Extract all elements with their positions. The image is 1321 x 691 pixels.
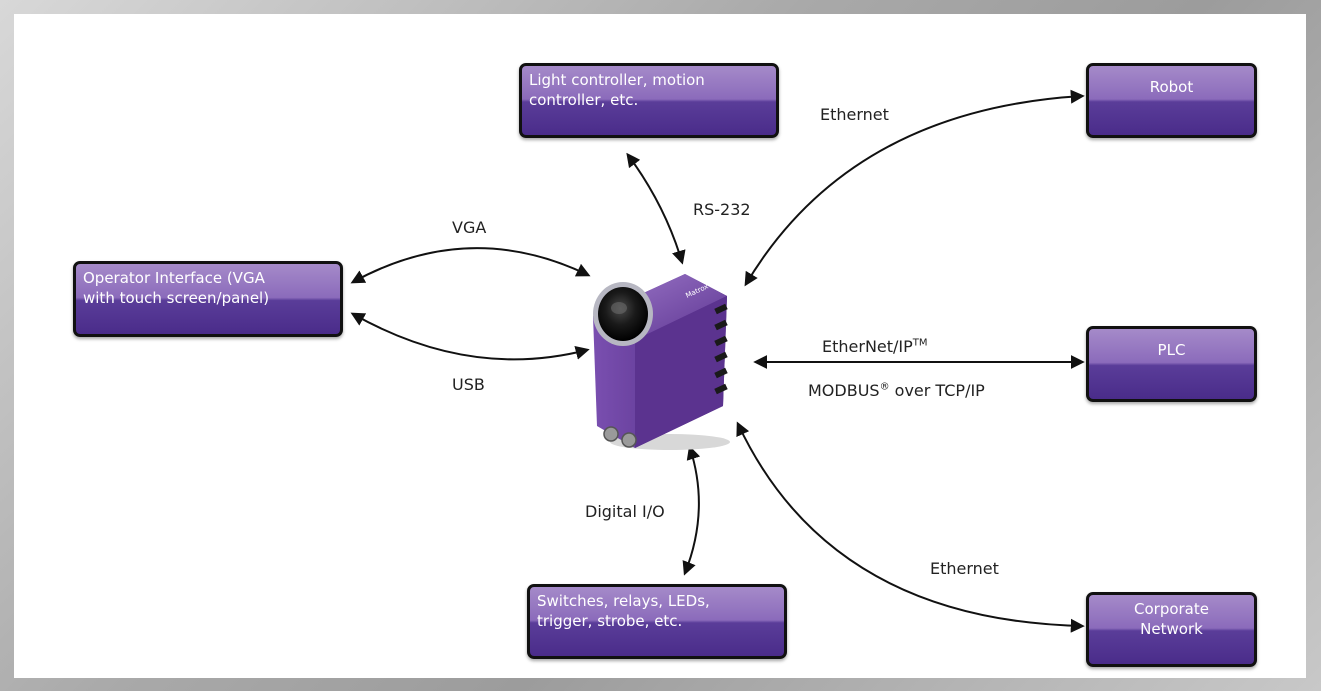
ethernet-robot-label: Ethernet (820, 105, 889, 124)
corporate-network-label: Corporate Network (1134, 600, 1209, 638)
switches-label: Switches, relays, LEDs, trigger, strobe,… (537, 592, 710, 630)
registered-mark: ® (879, 381, 890, 393)
smart-camera-image: Matrox Iris GT (593, 272, 732, 450)
arrow-light-controller (626, 152, 686, 265)
arrow-corporate-network (736, 421, 1085, 633)
vga-label: VGA (452, 218, 487, 237)
arrow-vga (350, 247, 591, 284)
digital-io-label: Digital I/O (585, 502, 665, 521)
usb-label: USB (452, 375, 485, 394)
plc-label: PLC (1157, 341, 1186, 359)
operator-interface-label: Operator Interface (VGA with touch scree… (83, 269, 270, 307)
robot-box: Robot (1086, 63, 1257, 138)
light-controller-label: Light controller, motion controller, etc… (529, 71, 705, 109)
modbus-label: MODBUS® over TCP/IP (808, 381, 985, 400)
operator-interface-box: Operator Interface (VGA with touch scree… (73, 261, 343, 337)
ethernet-ip-text: EtherNet/IP (822, 337, 913, 356)
arrow-usb (350, 312, 590, 361)
rs232-label: RS-232 (693, 200, 751, 219)
arrow-digital-io (682, 445, 701, 576)
ethernet-ip-label: EtherNet/IPTM (822, 337, 928, 356)
modbus-suffix: over TCP/IP (889, 381, 985, 400)
ethernet-corporate-label: Ethernet (930, 559, 999, 578)
switches-box: Switches, relays, LEDs, trigger, strobe,… (527, 584, 787, 659)
plc-box: PLC (1086, 326, 1257, 402)
robot-label: Robot (1149, 78, 1194, 96)
trademark-mark: TM (912, 337, 928, 349)
arrow-robot (744, 89, 1085, 287)
light-controller-box: Light controller, motion controller, etc… (519, 63, 779, 138)
corporate-network-box: Corporate Network (1086, 592, 1257, 667)
modbus-text: MODBUS (808, 381, 880, 400)
